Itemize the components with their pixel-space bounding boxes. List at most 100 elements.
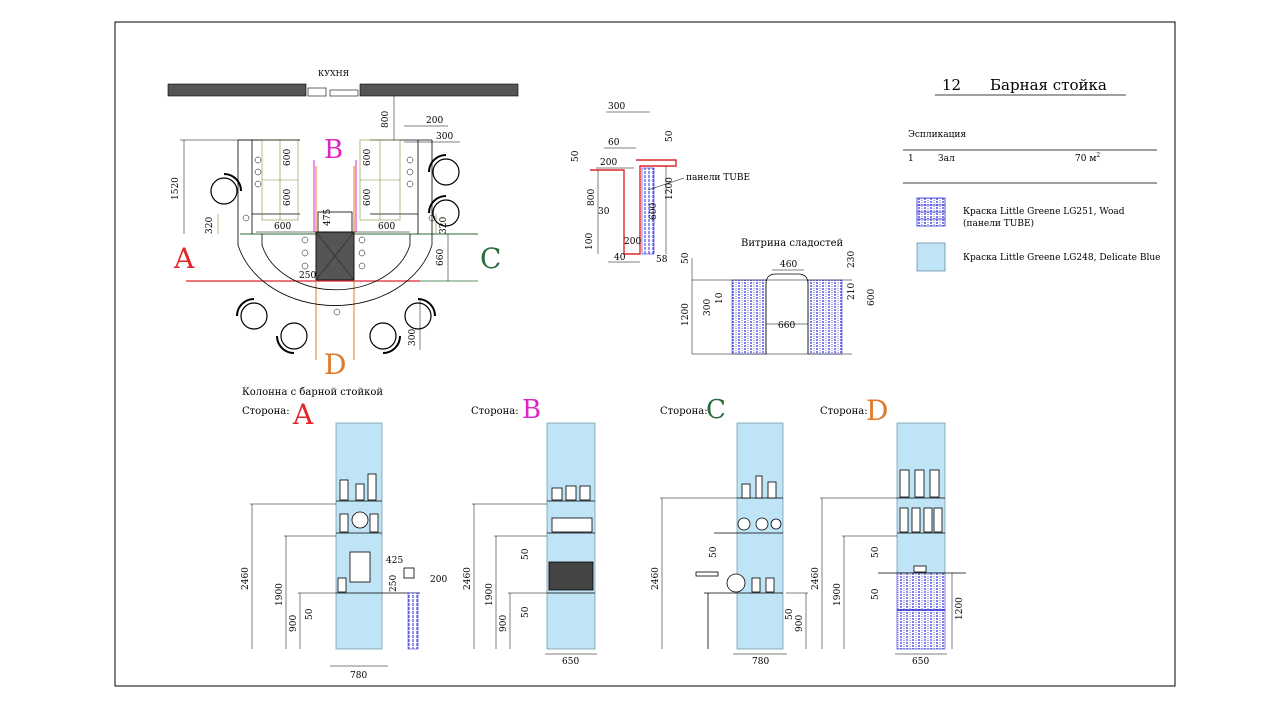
vit-dim-1200: 1200: [681, 303, 691, 326]
vitrine-detail: Витрина сладостей 50 1200 460 230 210 60…: [681, 238, 877, 355]
side-label-a: Сторона:: [242, 406, 290, 417]
side-letter-b: B: [522, 395, 541, 425]
dim-a-1900: 1900: [275, 583, 285, 606]
sec-dim-58: 58: [656, 255, 668, 265]
dim-c-780: 780: [752, 657, 769, 667]
section-letter-a: A: [173, 242, 195, 275]
dim-1520: 1520: [171, 177, 181, 200]
dim-c-50: 50: [709, 546, 719, 558]
column-d-hatched: [896, 572, 946, 650]
sec-dim-300: 300: [608, 102, 625, 112]
column-b: [546, 422, 596, 650]
dim-a-50: 50: [305, 608, 315, 620]
dim-a-200: 200: [430, 575, 447, 585]
vit-dim-460: 460: [780, 260, 797, 270]
floor-plan: КУХНЯ A B C D 600 600 6: [167, 69, 519, 381]
vitrine-title: Витрина сладостей: [741, 238, 844, 249]
side-letter-a: A: [292, 398, 314, 431]
sec-dim-50-b: 50: [665, 130, 675, 142]
vit-dim-10: 10: [715, 292, 725, 304]
kitchen-wall-left: [167, 83, 307, 97]
sec-dim-40: 40: [614, 253, 626, 263]
sheet-title: Барная стойка: [990, 76, 1107, 94]
dim-c-2460: 2460: [651, 567, 661, 590]
dim-b-50-a: 50: [521, 548, 531, 560]
sheet-frame: [114, 21, 1176, 687]
dim-320-a: 320: [205, 217, 215, 234]
bar-counter-outline: [237, 234, 433, 306]
sec-dim-60: 60: [608, 138, 620, 148]
dim-d-50-a: 50: [871, 546, 881, 558]
dim-300: 300: [436, 132, 453, 142]
stool-group: [210, 154, 460, 354]
legend-label-1a: Краска Little Greene LG251, Woad: [963, 207, 1125, 217]
sheet-number: 12: [942, 76, 961, 94]
sec-dim-50-a: 50: [571, 150, 581, 162]
dim-600-f: 600: [378, 222, 395, 232]
vit-dim-300: 300: [703, 299, 713, 316]
dim-250: 250: [299, 271, 316, 281]
legend-label-2: Краска Little Greene LG248, Delicate Blu…: [963, 253, 1160, 263]
sec-dim-600: 600: [649, 203, 659, 220]
explication-heading: Эспликация: [908, 130, 966, 140]
elevations-heading: Колонна с барной стойкой: [242, 387, 383, 398]
dim-a-900: 900: [289, 615, 299, 632]
section-letter-d: D: [324, 348, 346, 381]
vit-dim-660: 660: [778, 321, 795, 331]
vit-dim-230: 230: [847, 251, 857, 268]
dim-600-c: 600: [363, 149, 373, 166]
dim-a-425: 425: [386, 556, 403, 566]
dim-200: 200: [426, 116, 443, 126]
sec-dim-200-a: 200: [600, 158, 617, 168]
dim-b-50-b: 50: [521, 606, 531, 618]
legend-swatch-blue: [916, 242, 946, 272]
dim-b-1900: 1900: [485, 583, 495, 606]
sec-dim-200-b: 200: [624, 237, 641, 247]
dim-660: 660: [436, 249, 446, 266]
dim-a-2460: 2460: [241, 567, 251, 590]
dim-600-d: 600: [363, 189, 373, 206]
title-block: 12 Барная стойка: [935, 76, 1126, 96]
dim-475: 475: [323, 209, 333, 226]
dim-b-650: 650: [562, 657, 579, 667]
dim-b-900: 900: [499, 615, 509, 632]
dim-d-50-b: 50: [871, 588, 881, 600]
elevation-side-b: Сторона: B 2460 1900 900 50 50 650: [463, 395, 597, 667]
area-superscript: 2: [1096, 152, 1100, 159]
elevation-side-a: Сторона: A 2460 1900 900 50 780 425 200 …: [241, 398, 447, 681]
dim-600-b: 600: [283, 189, 293, 206]
dim-d-650: 650: [912, 657, 929, 667]
side-letter-c: C: [706, 395, 726, 425]
dim-d-1200: 1200: [955, 597, 965, 620]
elevation-side-c: Сторона: C 2460 50 900 50 780: [651, 395, 808, 667]
section-letter-c: C: [480, 242, 501, 275]
panels-tube-label: панели TUBE: [686, 173, 750, 183]
section-detail: 300 60 50 50 200 1200 800 600 30 100 200…: [571, 102, 750, 265]
dim-d-1900: 1900: [833, 583, 843, 606]
dim-b-2460: 2460: [463, 567, 473, 590]
dim-c-50-b: 50: [785, 608, 795, 620]
sec-dim-30: 30: [598, 207, 610, 217]
elevation-side-d: Сторона: D 2460 1900 50 50 1200 650: [811, 394, 966, 667]
side-label-c: Сторона:: [660, 406, 708, 417]
legend-label-1b: (панели TUBE): [963, 218, 1034, 229]
dim-a-780: 780: [350, 671, 367, 681]
dim-600-e: 600: [274, 222, 291, 232]
explication-row-name: Зал: [938, 154, 955, 164]
side-letter-d: D: [866, 394, 888, 427]
column-c: [736, 422, 784, 650]
column-a: [335, 422, 383, 650]
area-value: 70 м: [1075, 154, 1096, 164]
kitchen-label: КУХНЯ: [318, 69, 350, 78]
sec-dim-800: 800: [587, 189, 597, 206]
dim-a-250: 250: [389, 575, 399, 592]
dim-300-b: 300: [408, 329, 418, 346]
dim-600-a: 600: [283, 149, 293, 166]
vit-dim-210: 210: [847, 283, 857, 300]
legend: Краска Little Greene LG251, Woad (панели…: [916, 197, 1160, 272]
dim-c-900: 900: [795, 615, 805, 632]
explication-row-num: 1: [908, 154, 914, 164]
sec-dim-100: 100: [585, 233, 595, 250]
explication-row-area: 70 м2: [1075, 152, 1100, 164]
